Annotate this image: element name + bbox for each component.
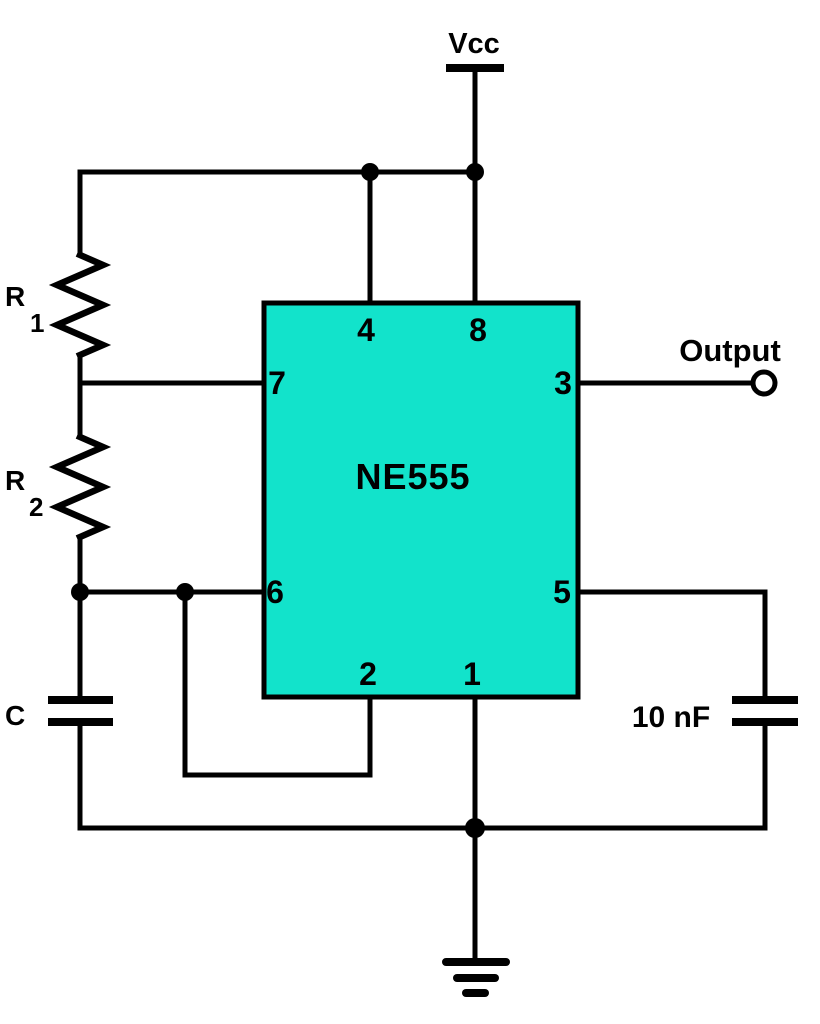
wires [77, 65, 768, 963]
r1-label: R [5, 281, 25, 312]
r2-subscript: 2 [29, 492, 43, 522]
pin-label-7: 7 [268, 365, 286, 401]
pin-label-3: 3 [554, 365, 572, 401]
ground-symbol [442, 958, 510, 997]
capacitor-10nf-symbol [732, 696, 798, 726]
r1-subscript: 1 [30, 308, 44, 338]
resistor-r2-symbol [48, 432, 112, 542]
chip-name-label: NE555 [355, 456, 470, 497]
pin-label-6: 6 [266, 574, 284, 610]
wire-pin2-loop [182, 589, 373, 778]
output-terminal [750, 369, 778, 397]
r2-label: R [5, 465, 25, 496]
capacitor-10nf-label: 10 nF [632, 701, 710, 734]
pin-label-2: 2 [359, 656, 377, 692]
junction-top-pin4 [361, 163, 379, 181]
pin-label-1: 1 [463, 656, 481, 692]
junction-top-vcc [466, 163, 484, 181]
junction-left-cap [71, 583, 89, 601]
ne555-chip-body [261, 300, 581, 700]
junction-dots [71, 163, 485, 838]
pin-label-4: 4 [357, 312, 375, 348]
capacitor-c-label: C [5, 700, 25, 731]
wire-pin5-branch [575, 589, 768, 703]
junction-bottom-ground [465, 818, 485, 838]
vcc-label: Vcc [448, 28, 500, 60]
pin-label-8: 8 [469, 312, 487, 348]
capacitor-c-symbol [48, 696, 113, 726]
pin-label-5: 5 [553, 574, 571, 610]
resistor-r1-symbol [48, 250, 112, 360]
output-label: Output [679, 333, 781, 368]
junction-pin6-pin2 [176, 583, 194, 601]
